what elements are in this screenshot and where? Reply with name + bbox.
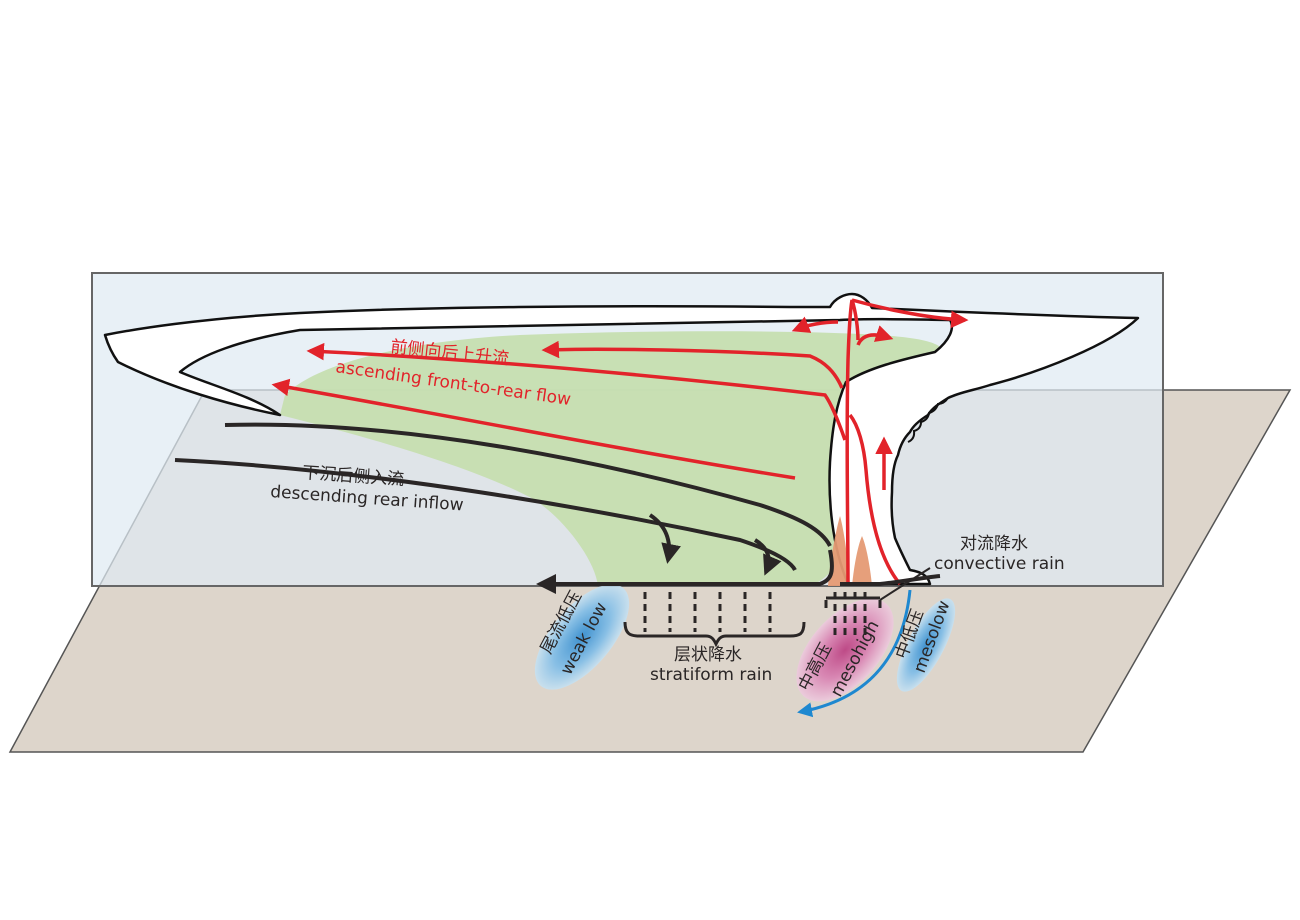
stratiform-region: [280, 331, 946, 586]
mesolow-region: [896, 598, 956, 692]
ascending-flow-arrows: [271, 298, 969, 586]
convective-rain-dashes: [833, 592, 867, 640]
stratiform-rain-dashes: [643, 592, 772, 632]
cloud-anvil-outline: [103, 292, 1140, 586]
descending-flow-arrows: [174, 422, 941, 594]
mesohigh-region: [796, 598, 894, 702]
cloud-edge-bumps: [907, 397, 949, 443]
weak-low-region: [534, 584, 630, 690]
convective-cell-2: [852, 536, 872, 586]
stratiform-rain-label-en: stratiform rain: [650, 665, 772, 685]
gust-front-arc: [797, 589, 912, 718]
stratiform-rain-brace: [623, 621, 806, 648]
convective-rain-label-cn: 对流降水: [960, 534, 1028, 554]
convective-rain-label-en: convective rain: [934, 554, 1065, 574]
stratiform-rain-label-cn: 层状降水: [674, 645, 742, 665]
convective-rain-bracket: [824, 596, 882, 608]
convective-rain-leader: [879, 567, 931, 601]
